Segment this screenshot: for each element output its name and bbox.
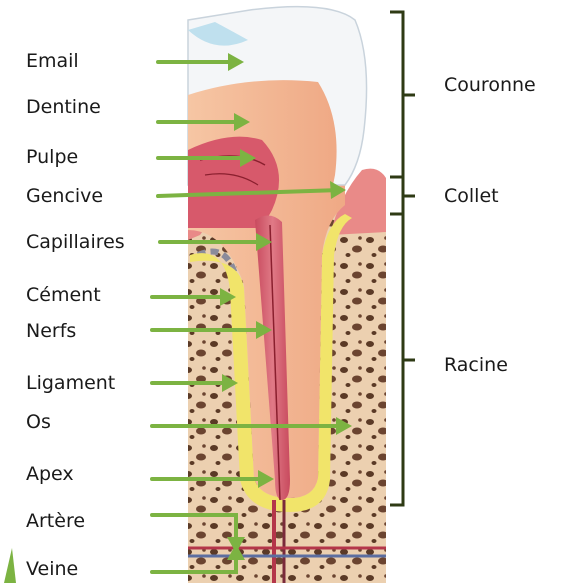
label-apex: Apex	[26, 465, 74, 484]
region-label-racine: Racine	[444, 356, 508, 375]
label-nerfs: Nerfs	[26, 322, 76, 341]
region-label-collet: Collet	[444, 187, 499, 206]
region-label-couronne: Couronne	[444, 76, 536, 95]
label-email: Email	[26, 52, 79, 71]
label-cement: Cément	[26, 286, 101, 305]
label-veine: Veine	[26, 560, 78, 579]
pulp-chamber	[188, 137, 279, 228]
label-capillaires: Capillaires	[26, 233, 125, 252]
label-ligament: Ligament	[26, 374, 115, 393]
bracket-couronne	[390, 12, 415, 177]
label-dentine: Dentine	[26, 98, 101, 117]
label-gencive: Gencive	[26, 187, 103, 206]
decorative-mark	[4, 548, 16, 583]
label-pulpe: Pulpe	[26, 148, 78, 167]
bracket-collet	[390, 177, 415, 214]
bracket-racine	[390, 214, 415, 505]
label-os: Os	[26, 413, 51, 432]
label-artere: Artère	[26, 512, 85, 531]
region-brackets	[390, 12, 415, 505]
